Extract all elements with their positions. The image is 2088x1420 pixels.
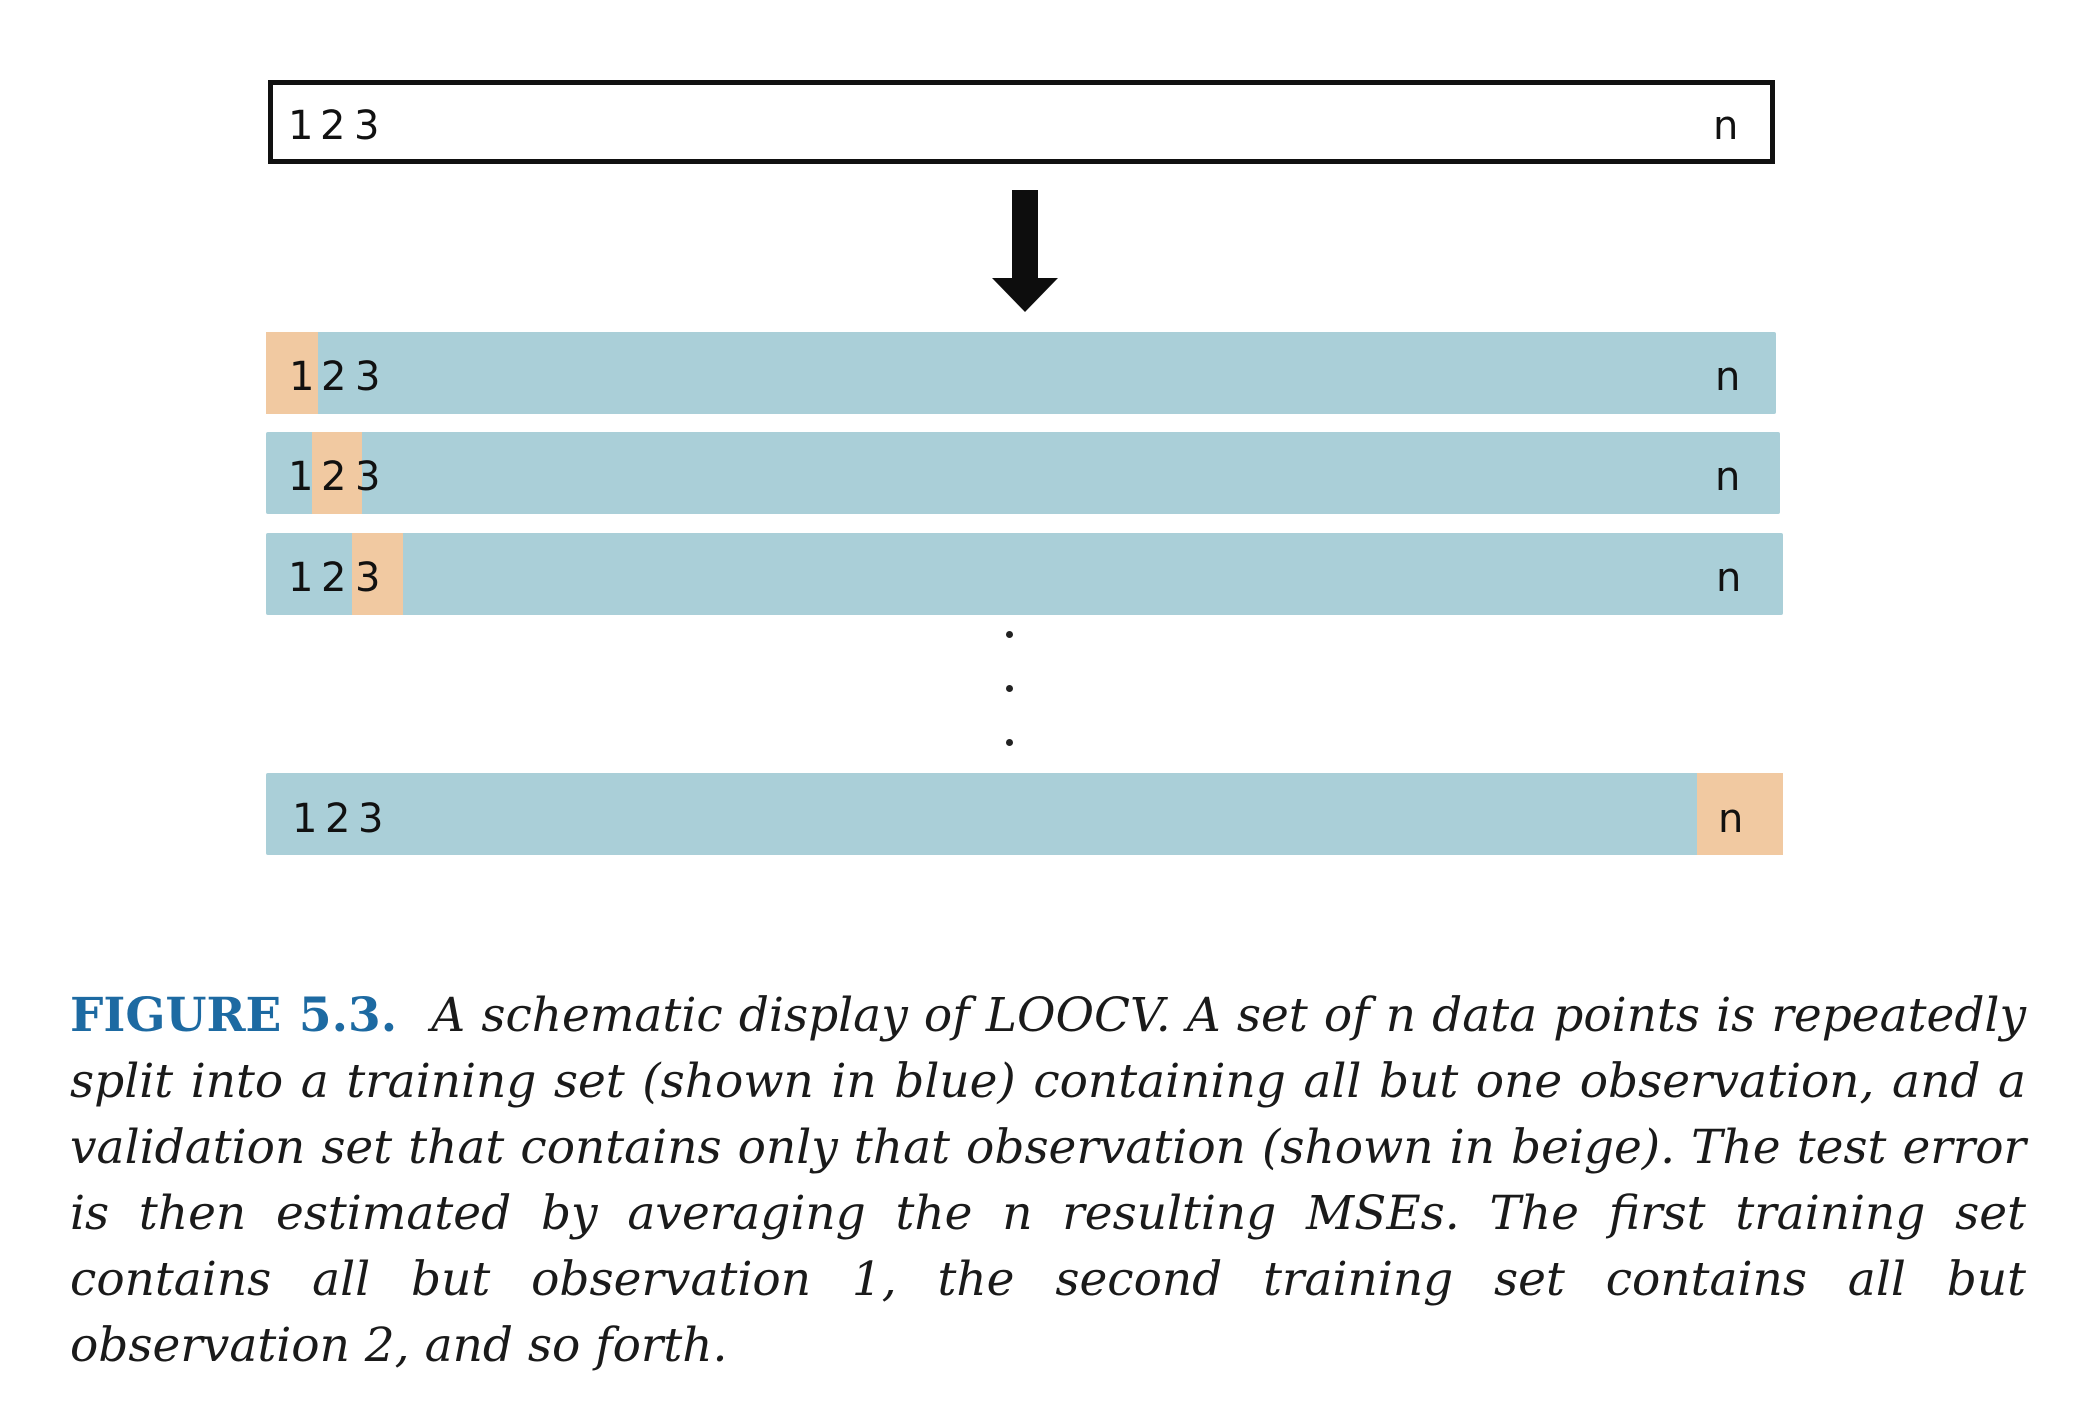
row3-label-n: n: [1716, 555, 1742, 601]
figure-label: FIGURE 5.3.: [70, 988, 398, 1043]
rown-label-n: n: [1718, 796, 1744, 842]
obs-label-n: n: [1713, 103, 1739, 149]
row1-label-1: 1: [289, 354, 315, 400]
validation-segment-1: [266, 332, 318, 414]
obs-label-2: 2: [320, 103, 346, 149]
split-row-n: [266, 773, 1783, 855]
row2-label-3: 3: [355, 454, 381, 500]
split-row-1: [266, 332, 1776, 414]
rown-label-2: 2: [325, 796, 351, 842]
validation-segment-n: [1697, 773, 1783, 855]
row2-label-n: n: [1715, 454, 1741, 500]
split-row-3: [266, 533, 1783, 615]
obs-label-1: 1: [288, 103, 314, 149]
figure-caption: FIGURE 5.3. A schematic display of LOOCV…: [70, 983, 2026, 1379]
split-row-2: [266, 432, 1780, 514]
row1-label-n: n: [1715, 354, 1741, 400]
down-arrow-icon: [992, 190, 1058, 312]
row3-label-1: 1: [288, 555, 314, 601]
row1-label-2: 2: [321, 354, 347, 400]
rown-label-1: 1: [292, 796, 318, 842]
validation-segment-3: [352, 533, 403, 615]
caption-text: A schematic display of LOOCV. A set of n…: [70, 988, 2026, 1373]
rown-label-3: 3: [358, 796, 384, 842]
ellipsis-dot: [1006, 739, 1013, 746]
obs-label-3: 3: [354, 103, 380, 149]
validation-segment-2: [312, 432, 362, 514]
row2-label-1: 1: [288, 454, 314, 500]
full-dataset-box: [268, 80, 1775, 164]
ellipsis-dot: [1006, 685, 1013, 692]
row2-label-2: 2: [321, 454, 347, 500]
row3-label-2: 2: [321, 555, 347, 601]
row1-label-3: 3: [355, 354, 381, 400]
row3-label-3: 3: [355, 555, 381, 601]
ellipsis-dot: [1006, 631, 1013, 638]
